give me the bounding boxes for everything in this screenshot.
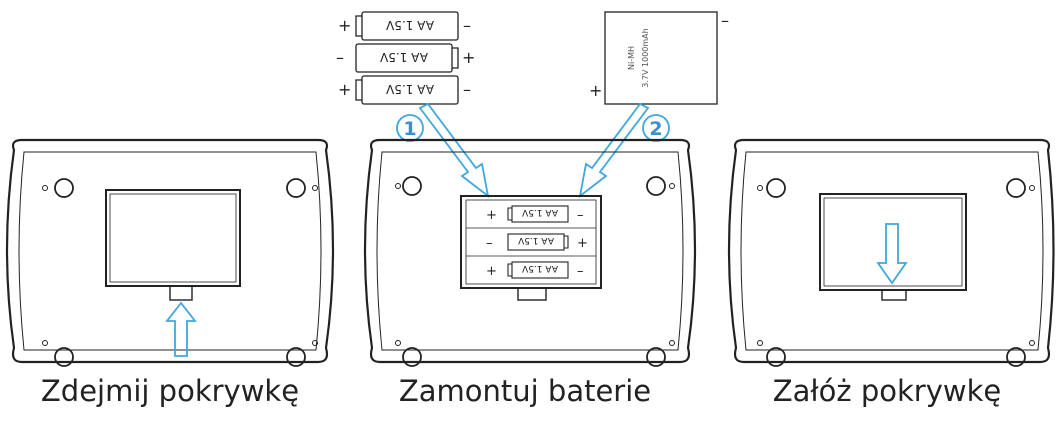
svg-text:+: + xyxy=(486,264,497,279)
rechargeable-battery-pack: Ni-MH 3.7V 1000mAh – + xyxy=(589,11,729,105)
aa-battery-label: AA 1.5V xyxy=(385,82,434,96)
svg-text:+: + xyxy=(589,81,602,100)
aa-battery-2: AA 1.5V – + xyxy=(336,43,475,73)
installed-aa-label: AA 1.5V xyxy=(517,235,554,245)
aa-battery-label: AA 1.5V xyxy=(379,50,428,64)
battery-cover xyxy=(105,189,241,287)
device-bottom-step2: AA 1.5V AA 1.5V AA 1.5V + – – + + – xyxy=(363,138,697,367)
svg-text:2: 2 xyxy=(649,118,662,140)
screw-hole xyxy=(286,178,306,198)
callout-1: 1 xyxy=(396,114,424,142)
aa-battery-3: AA 1.5V + – xyxy=(338,75,471,105)
installed-aa-label: AA 1.5V xyxy=(521,207,558,217)
push-up-arrow xyxy=(165,301,197,357)
screw-hole xyxy=(54,347,74,367)
svg-text:+: + xyxy=(338,16,351,35)
pack-label-line1: Ni-MH xyxy=(627,46,636,70)
svg-text:+: + xyxy=(462,48,475,67)
insert-arrow-1 xyxy=(418,102,490,199)
svg-text:–: – xyxy=(721,11,729,30)
step2-caption: Zamontuj baterie xyxy=(398,374,652,408)
svg-text:1: 1 xyxy=(403,118,416,140)
callout-2: 2 xyxy=(642,114,670,142)
svg-text:–: – xyxy=(486,236,493,251)
svg-text:+: + xyxy=(338,80,351,99)
insert-arrow-2 xyxy=(578,102,650,199)
aa-battery-1: AA 1.5V + – xyxy=(338,11,471,41)
step3-caption: Załóż pokrywkę xyxy=(772,374,1002,408)
loose-aa-batteries: AA 1.5V + – AA 1.5V – + AA 1.5V + – xyxy=(336,11,475,105)
svg-text:–: – xyxy=(463,80,471,99)
aa-battery-label: AA 1.5V xyxy=(385,18,434,32)
battery-cover xyxy=(819,193,967,291)
installed-aa-label: AA 1.5V xyxy=(521,263,558,273)
svg-text:–: – xyxy=(463,16,471,35)
push-down-arrow xyxy=(876,223,908,285)
device-bottom-step1 xyxy=(5,138,335,367)
screw-hole xyxy=(286,347,306,367)
step1-caption: Zdejmij pokrywkę xyxy=(40,374,300,408)
svg-text:+: + xyxy=(577,236,588,251)
svg-text:–: – xyxy=(577,208,584,223)
cover-latch xyxy=(881,289,907,301)
svg-text:+: + xyxy=(486,208,497,223)
pack-label-line2: 3.7V 1000mAh xyxy=(641,28,650,87)
device-bottom-step3 xyxy=(727,138,1055,367)
cover-latch xyxy=(169,285,193,301)
svg-text:–: – xyxy=(336,48,344,67)
screw-hole xyxy=(54,178,74,198)
svg-text:–: – xyxy=(577,264,584,279)
